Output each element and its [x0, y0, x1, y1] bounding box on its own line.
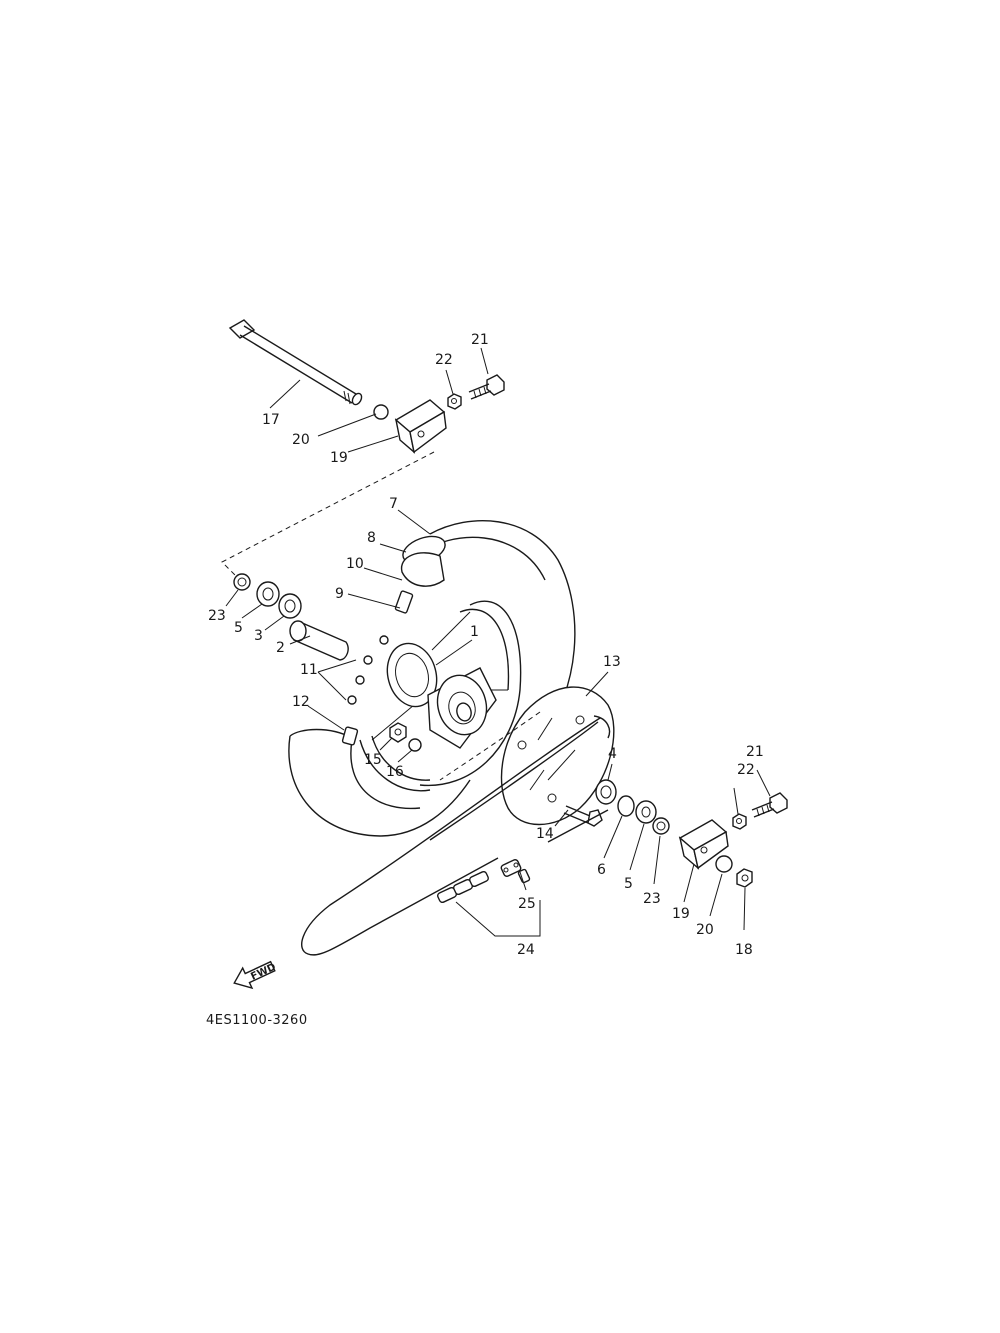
callout-23-right: 23 [643, 891, 661, 907]
callout-1: 1 [470, 624, 479, 640]
callout-9: 9 [335, 586, 344, 602]
washer-part-right [715, 855, 733, 873]
callout-18: 18 [735, 942, 753, 958]
valve-nut-part [341, 726, 359, 746]
callout-labels: 17 20 19 22 21 7 8 10 9 23 5 3 2 1 11 12… [208, 332, 764, 958]
callout-10: 10 [346, 556, 364, 572]
callout-19-top: 19 [330, 450, 348, 466]
callout-6: 6 [597, 862, 606, 878]
drive-chain-part [301, 711, 611, 956]
leader-lines [225, 347, 771, 937]
collar-part-left [233, 573, 251, 591]
nut-part-sprocket [389, 722, 407, 743]
callout-20-top: 20 [292, 432, 310, 448]
callout-19-right: 19 [672, 906, 690, 922]
callout-4: 4 [608, 746, 617, 762]
axle-part [228, 319, 363, 406]
callout-22-right: 22 [737, 762, 755, 778]
callout-20-right: 20 [696, 922, 714, 938]
lock-washer-part [408, 738, 422, 752]
callout-21-right: 21 [746, 744, 764, 760]
callout-25: 25 [518, 896, 536, 912]
callout-3: 3 [254, 628, 263, 644]
callout-12: 12 [292, 694, 310, 710]
callout-11: 11 [300, 662, 318, 678]
callout-21-top: 21 [471, 332, 489, 348]
callout-2: 2 [276, 640, 285, 656]
chain-puller-part-right [678, 819, 729, 870]
circlip-part [617, 795, 635, 817]
bolt-part-top [468, 374, 505, 400]
sprocket-bolt-part [563, 805, 603, 827]
nut-part-right-18 [736, 868, 753, 888]
nut-part-top [447, 393, 462, 410]
collar-part-right [595, 779, 617, 805]
callout-7: 7 [389, 496, 398, 512]
callout-15: 15 [364, 752, 382, 768]
fwd-direction-arrow: FWD [233, 960, 278, 990]
callout-17: 17 [262, 412, 280, 428]
callout-22-top: 22 [435, 352, 453, 368]
nut-part-right-22 [732, 813, 747, 830]
bolt-part-right [751, 792, 788, 818]
callout-14: 14 [536, 826, 554, 842]
callout-5-left: 5 [234, 620, 243, 636]
oil-seal-part [278, 593, 302, 619]
tube-part [400, 552, 445, 587]
callout-8: 8 [367, 530, 376, 546]
hub-part [386, 642, 497, 749]
chain-segment [437, 870, 489, 904]
callout-24: 24 [517, 942, 535, 958]
screws-part [347, 635, 389, 705]
callout-5-right: 5 [624, 876, 633, 892]
drawing-code: 4ES1100-3260 [206, 1013, 308, 1028]
rim-part [359, 600, 522, 792]
bearing-part-left [256, 581, 280, 607]
chain-puller-part-top [394, 399, 447, 454]
callout-13: 13 [603, 654, 621, 670]
bearing-part-right [635, 800, 657, 824]
callout-23-left: 23 [208, 608, 226, 624]
valve-part [394, 590, 414, 614]
collar-part-right-2 [652, 817, 670, 835]
washer-part-top [373, 404, 389, 420]
callout-16: 16 [386, 764, 404, 780]
axle-centerline [221, 451, 435, 579]
chain-joint-part [500, 859, 531, 884]
sprocket-part [500, 686, 615, 826]
